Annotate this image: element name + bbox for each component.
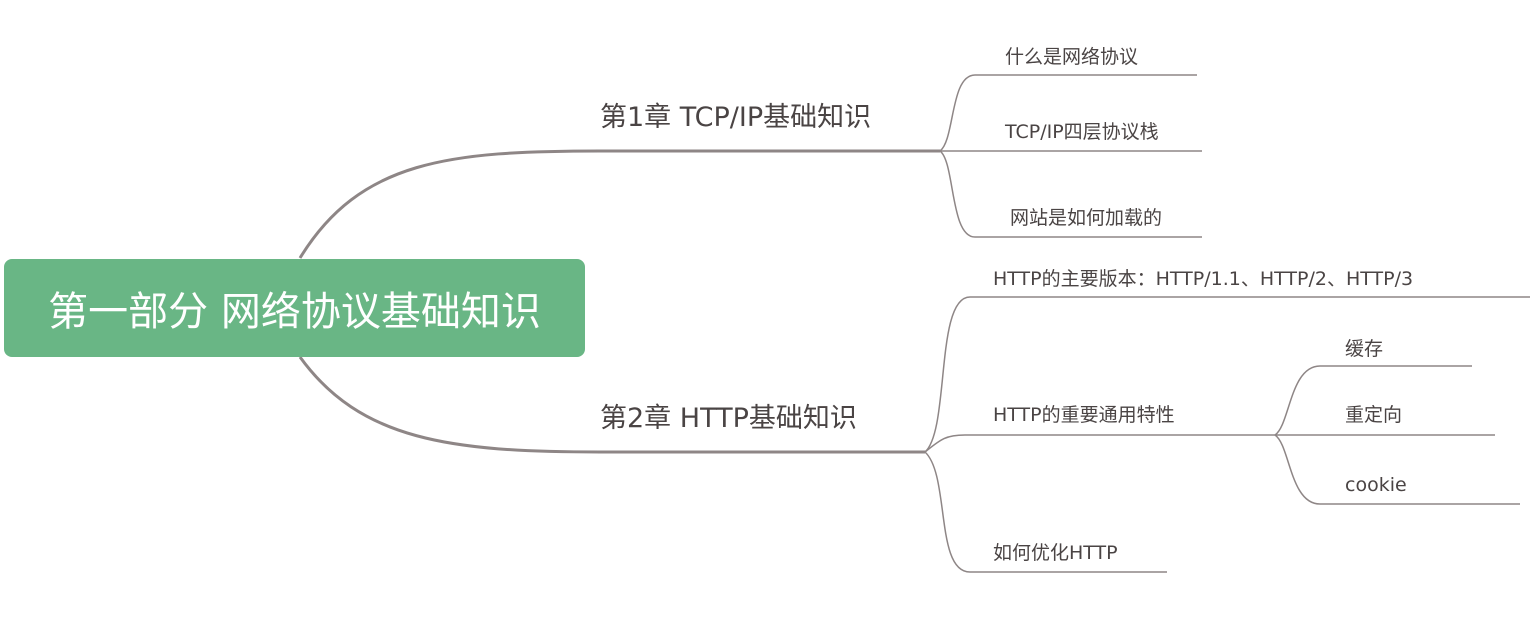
- feature-label[interactable]: cookie: [1345, 474, 1407, 496]
- topic-label[interactable]: 什么是网络协议: [1005, 46, 1138, 68]
- chapter-1-label[interactable]: 第1章 TCP/IP基础知识: [600, 102, 871, 133]
- feature-label[interactable]: 重定向: [1345, 404, 1402, 426]
- topic-label[interactable]: HTTP的主要版本：HTTP/1.1、HTTP/2、HTTP/3: [993, 268, 1413, 290]
- connector-feat-1: [1274, 365, 1472, 436]
- connector-ch2-3: [924, 451, 1167, 573]
- topic-label[interactable]: TCP/IP四层协议栈: [1004, 121, 1159, 143]
- root-node[interactable]: 第一部分 网络协议基础知识: [4, 259, 585, 357]
- topic-label[interactable]: 网站是如何加载的: [1010, 207, 1162, 229]
- feature-label[interactable]: 缓存: [1345, 338, 1383, 360]
- connector-ch1-3: [939, 150, 1202, 238]
- connector-ch2-2: [924, 434, 1275, 453]
- connector-root-ch1: [298, 149, 940, 259]
- topic-label[interactable]: 如何优化HTTP: [993, 542, 1118, 564]
- connector-ch1-1: [939, 74, 1197, 152]
- root-node-label: 第一部分 网络协议基础知识: [48, 289, 541, 335]
- connector-feat-3: [1274, 434, 1520, 505]
- connector-ch2-1: [924, 296, 1530, 453]
- connector-root-ch2: [298, 356, 925, 454]
- topic-label[interactable]: HTTP的重要通用特性: [993, 404, 1175, 426]
- chapter-2-label[interactable]: 第2章 HTTP基础知识: [600, 403, 857, 434]
